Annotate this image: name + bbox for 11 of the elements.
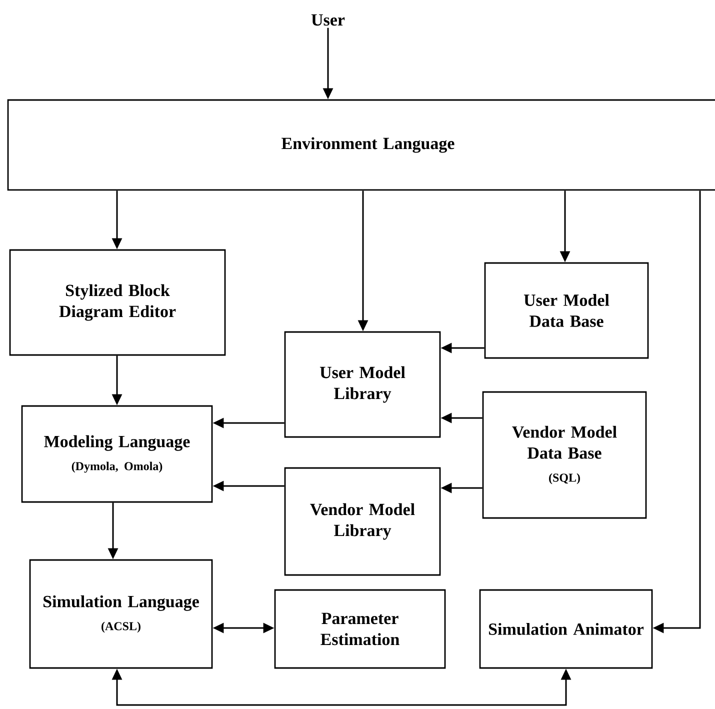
process-box: User Model Data Base: [484, 262, 649, 359]
process-box: Modeling Language (Dymola, Omola): [21, 405, 213, 503]
process-box: Simulation Animator: [479, 589, 653, 669]
process-box: Simulation Language (ACSL): [29, 559, 213, 669]
process-box: Vendor Model Library: [284, 467, 441, 576]
process-box: Stylized Block Diagram Editor: [9, 249, 226, 356]
process-box: Parameter Estimation: [274, 589, 446, 669]
process-box: User Model Library: [284, 331, 441, 438]
process-box: Vendor Model Data Base (SQL): [482, 391, 647, 519]
text-label: User: [311, 14, 345, 26]
process-box: Environment Language: [7, 99, 715, 191]
